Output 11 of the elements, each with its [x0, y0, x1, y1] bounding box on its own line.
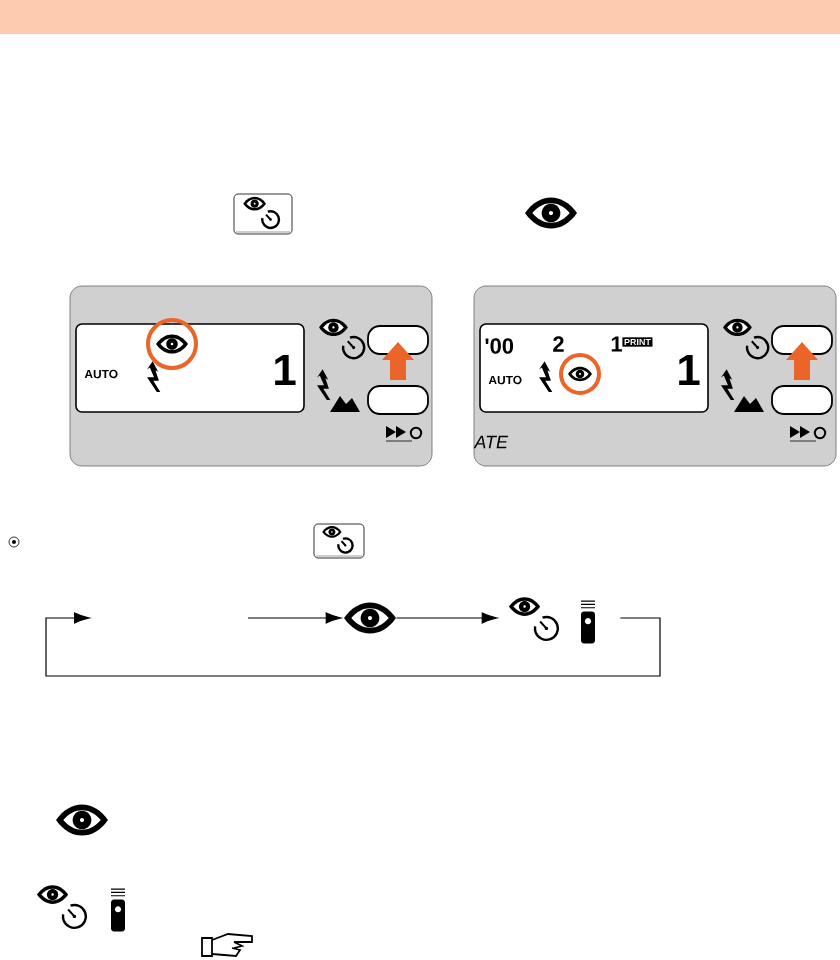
eye-timer-remote-icon [508, 597, 596, 644]
arrow [45, 612, 661, 677]
lcd-text: 1 [611, 336, 622, 352]
lcd-text: ATE [473, 435, 509, 449]
lcd-text: 2 [553, 336, 564, 352]
arrow [395, 612, 498, 624]
eye-icon [344, 602, 396, 634]
lcd-text: 1 [275, 354, 296, 386]
arrow [247, 612, 342, 624]
lcd-text: 1 [679, 354, 700, 386]
lcd-text: '00 [485, 338, 514, 354]
